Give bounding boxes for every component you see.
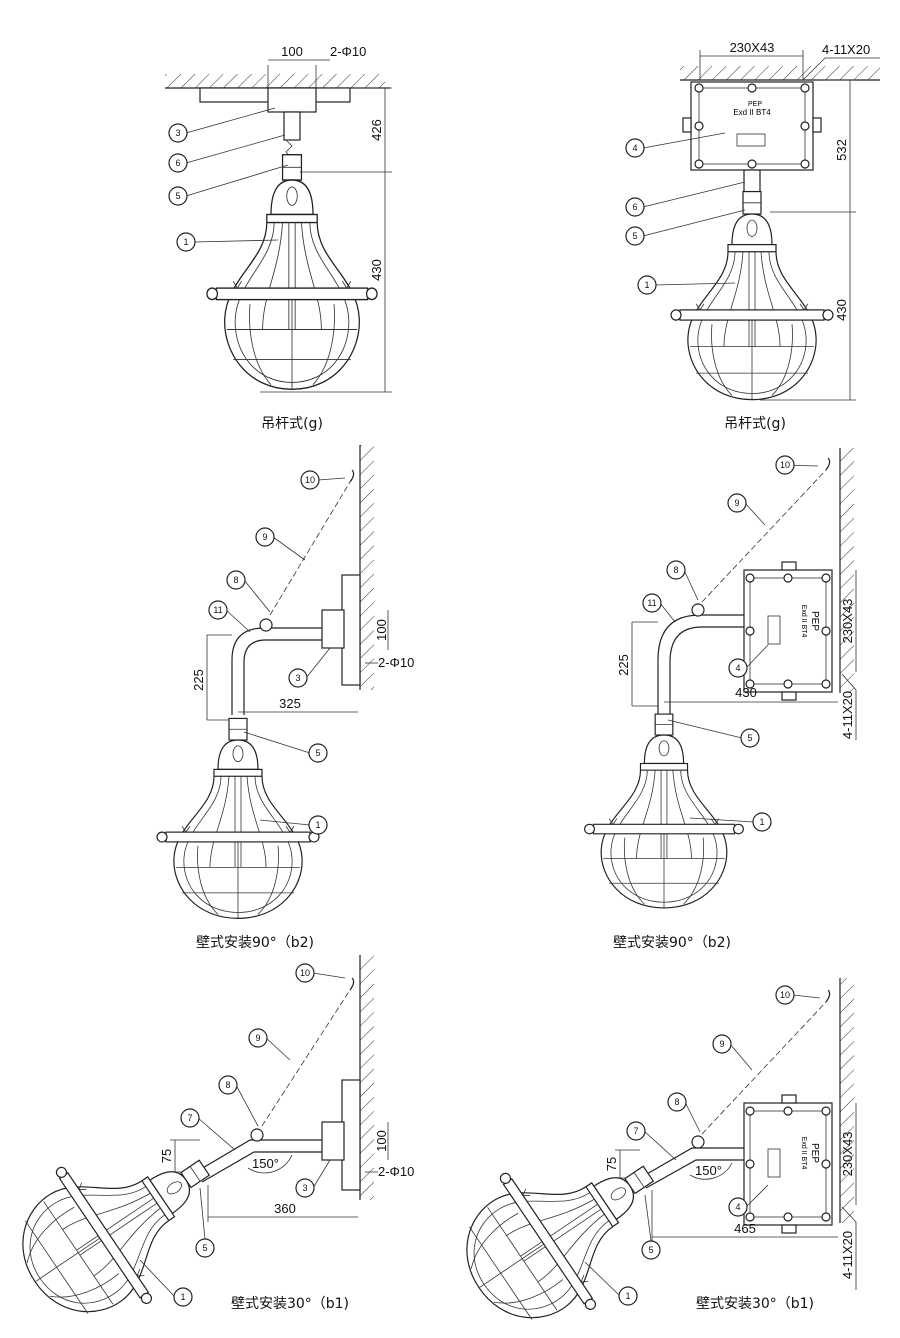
- caption-mid-right: 壁式安装90°（b2): [613, 935, 731, 951]
- callout-7: 7: [187, 1113, 192, 1123]
- dim-430b: 430: [834, 299, 849, 321]
- marking-exd: Exd II BT4: [800, 605, 807, 638]
- caption-mid-left: 壁式安装90°（b2): [196, 935, 314, 951]
- callout-3: 3: [175, 128, 180, 138]
- chain: [269, 481, 351, 616]
- dim-hole: 2-Φ10: [330, 44, 366, 59]
- callout-8: 8: [674, 1097, 679, 1107]
- dim-box-holes-c: 4-11X20: [840, 1231, 855, 1279]
- panel-wall-90-box: PEP Exd II BT4 225 430 230X43 4-11X20 10…: [584, 448, 857, 951]
- panel-pendant-rod: 100 2-Φ10 426 430 3 6 5 1 吊杆式(g): [165, 44, 392, 432]
- dim-100b: 100: [374, 619, 389, 641]
- dim-430c: 430: [735, 685, 757, 700]
- caption-bot-right: 壁式安装30°（b1): [696, 1296, 814, 1312]
- callout-6: 6: [632, 202, 637, 212]
- callout-8: 8: [225, 1080, 230, 1090]
- callout-1: 1: [759, 817, 764, 827]
- caption-top-left: 吊杆式(g): [261, 416, 323, 432]
- callout-3: 3: [302, 1183, 307, 1193]
- callout-4: 4: [735, 663, 740, 673]
- dim-box: 230X43: [730, 40, 775, 55]
- callout-5: 5: [315, 748, 320, 758]
- callout-5: 5: [632, 231, 637, 241]
- callout-3: 3: [295, 673, 300, 683]
- callout-10: 10: [780, 990, 790, 1000]
- dim-465: 465: [734, 1221, 756, 1236]
- dim-360: 360: [274, 1201, 296, 1216]
- callout-11: 11: [213, 605, 222, 615]
- callout-4: 4: [735, 1202, 740, 1212]
- panel-wall-90-bracket: 225 325 100 2-Φ10 10 9 8 11 3 5 1 壁式安装90…: [156, 445, 414, 951]
- callout-1: 1: [644, 280, 649, 290]
- dim-225: 225: [191, 669, 206, 691]
- callout-8: 8: [673, 565, 678, 575]
- panel-wall-30-box: PEP Exd II BT4 150° 75 465 230X43 4-11X2…: [433, 978, 857, 1338]
- dim-hole-b: 2-Φ10: [378, 655, 414, 670]
- dim-angle: 150°: [252, 1156, 279, 1171]
- dim-box-holes: 4-11X20: [822, 42, 870, 57]
- caption-top-right: 吊杆式(g): [724, 416, 786, 432]
- marking-pep: PEP: [809, 1143, 820, 1163]
- callout-8: 8: [233, 575, 238, 585]
- callout-1: 1: [183, 237, 188, 247]
- dim-426: 426: [369, 119, 384, 141]
- marking-pep: PEP: [809, 611, 820, 631]
- callout-5: 5: [175, 191, 180, 201]
- marking-exd: Exd II BT4: [733, 108, 771, 117]
- callout-5: 5: [648, 1245, 653, 1255]
- callout-4: 4: [632, 143, 637, 153]
- callout-9: 9: [255, 1033, 260, 1043]
- dim-430: 430: [369, 259, 384, 281]
- callout-10: 10: [300, 968, 310, 978]
- callout-6: 6: [175, 158, 180, 168]
- callout-10: 10: [305, 475, 315, 485]
- callout-7: 7: [633, 1126, 638, 1136]
- callout-1: 1: [625, 1291, 630, 1301]
- callout-5: 5: [747, 733, 752, 743]
- dim-532: 532: [834, 139, 849, 161]
- callout-1: 1: [315, 820, 320, 830]
- dim-325: 325: [279, 696, 301, 711]
- callout-10: 10: [780, 460, 790, 470]
- callout-11: 11: [647, 598, 656, 608]
- callout-9: 9: [719, 1039, 724, 1049]
- marking-pep: PEP: [748, 101, 762, 108]
- panel-pendant-box: PEP Exd II BT4 230X43 4-11X20 532 430 4 …: [625, 40, 880, 432]
- dim-100: 100: [281, 44, 303, 59]
- callout-5: 5: [202, 1243, 207, 1253]
- dim-225b: 225: [616, 654, 631, 676]
- dim-75: 75: [159, 1149, 174, 1163]
- marking-exd: Exd II BT4: [800, 1137, 807, 1170]
- dim-100c: 100: [374, 1130, 389, 1152]
- callout-9: 9: [262, 532, 267, 542]
- dim-box-b: 230X43: [840, 599, 855, 644]
- panel-wall-30-bracket: 150° 75 360 100 2-Φ10 10 9 8 7 3 5 1 壁式安…: [0, 955, 414, 1338]
- dim-75b: 75: [604, 1157, 619, 1171]
- dim-hole-c: 2-Φ10: [378, 1164, 414, 1179]
- dim-box-holes-b: 4-11X20: [840, 691, 855, 739]
- callout-9: 9: [734, 498, 739, 508]
- dim-angle-b: 150°: [695, 1163, 722, 1178]
- callout-1: 1: [180, 1292, 185, 1302]
- caption-bot-left: 壁式安装30°（b1): [231, 1296, 349, 1312]
- dim-box-c: 230X43: [840, 1132, 855, 1177]
